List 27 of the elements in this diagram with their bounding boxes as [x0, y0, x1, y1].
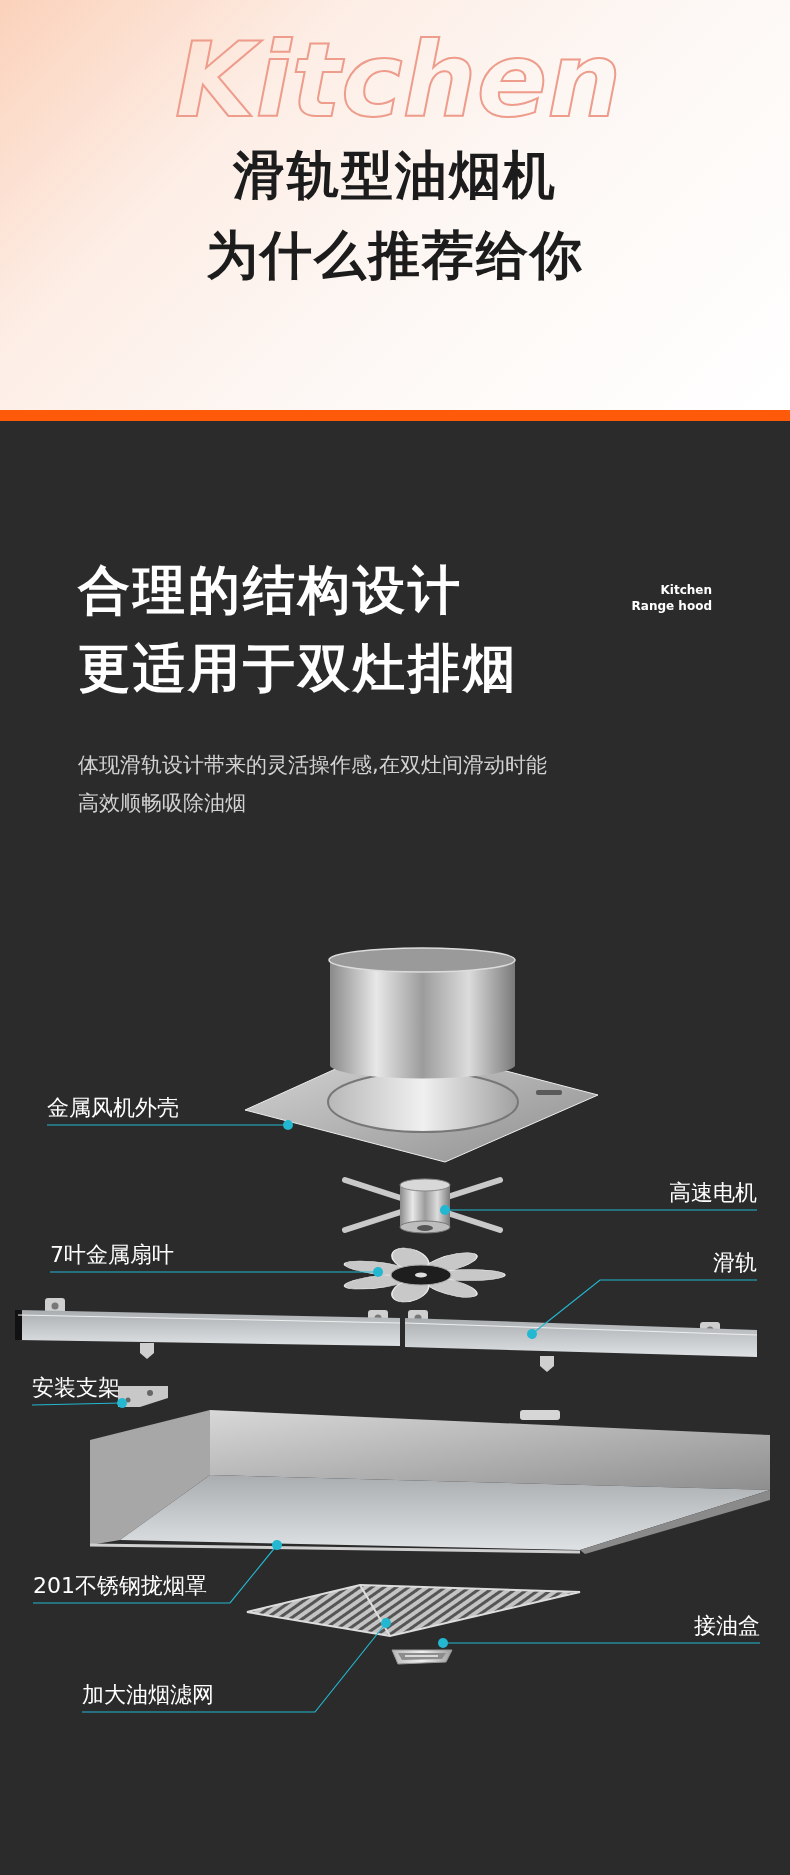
slide-rail-drawing	[14, 1298, 760, 1370]
description-text: 体现滑轨设计带来的灵活操作感,在双灶间滑动时能高效顺畅吸除油烟	[78, 752, 548, 817]
leader-line	[440, 1205, 758, 1215]
part-label: 7叶金属扇叶	[50, 1242, 174, 1268]
part-label: 滑轨	[713, 1250, 757, 1276]
leader-line	[81, 1618, 391, 1713]
part-label: 201不锈钢拢烟罩	[33, 1573, 207, 1599]
background-word: Kitchen	[175, 28, 622, 132]
leader-line	[31, 1398, 127, 1408]
leader-line	[527, 1279, 758, 1339]
leader-line	[49, 1267, 383, 1277]
heading-text: 合理的结构设计	[78, 559, 463, 622]
leader-line	[32, 1540, 282, 1604]
leader-line	[46, 1120, 293, 1130]
leader-line	[438, 1638, 761, 1648]
title-text: 滑轨型油烟机	[232, 144, 558, 207]
motor-drawing	[340, 1175, 505, 1237]
part-label: 接油盒	[694, 1613, 760, 1639]
filter-drawing	[245, 1583, 582, 1639]
part-label: 金属风机外壳	[47, 1095, 179, 1121]
tag-text: Kitchen Range hood	[630, 582, 712, 614]
part-label: 高速电机	[669, 1180, 757, 1206]
heading-text: 更适用于双灶排烟	[78, 637, 518, 700]
part-label: 安装支架	[32, 1375, 120, 1401]
hood-drawing	[88, 1408, 772, 1556]
part-label: 加大油烟滤网	[82, 1682, 214, 1708]
title-text: 为什么推荐给你	[205, 224, 585, 287]
